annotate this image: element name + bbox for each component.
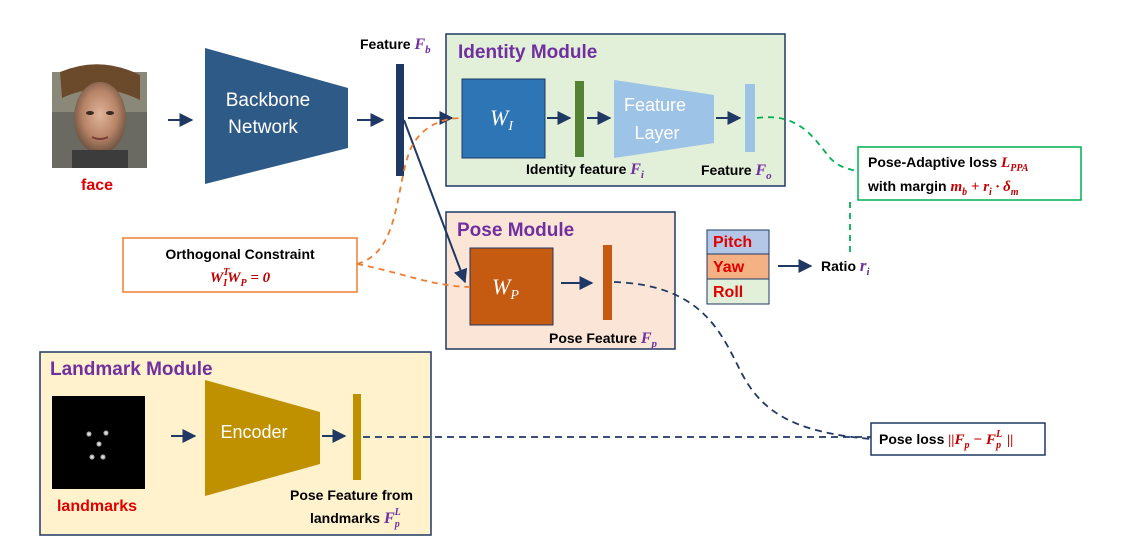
identity-feature-bar <box>575 81 584 157</box>
feature-layer-label-line1: Feature <box>624 95 686 115</box>
feature-fb-bar <box>396 64 404 176</box>
pose-adaptive-loss-line2: with margin mb + ri · δm <box>867 178 1019 198</box>
pose-angles-table <box>706 229 770 305</box>
landmarks-image <box>52 396 145 489</box>
wi-block <box>461 78 546 159</box>
ratio-label: Ratio ri <box>821 256 871 278</box>
landmark-pose-feature-line1: Pose Feature from <box>290 487 413 503</box>
feature-fb-label: Feature Fb <box>360 36 431 56</box>
wp-block <box>469 247 554 326</box>
pose-adaptive-loss-box <box>857 146 1082 201</box>
yaw-label: Yaw <box>713 259 745 276</box>
pose-feature-bar <box>603 245 612 320</box>
backbone-label-line2: Network <box>228 117 298 138</box>
pose-module-title: Pose Module <box>457 220 574 241</box>
pose-loss-box <box>870 422 1046 456</box>
landmark-module-title: Landmark Module <box>50 359 213 380</box>
backbone-network-block <box>205 48 348 184</box>
face-image <box>52 64 147 168</box>
landmarks-label: landmarks <box>57 498 137 515</box>
landmark-pose-feature-bar <box>353 394 361 480</box>
face-label: face <box>81 177 113 194</box>
identity-module-title: Identity Module <box>458 42 597 63</box>
feature-layer-label-line2: Layer <box>634 123 679 143</box>
orthogonal-constraint-title: Orthogonal Constraint <box>165 246 315 262</box>
pitch-label: Pitch <box>713 234 752 251</box>
encoder-label: Encoder <box>220 422 287 442</box>
fo-to-loss-dashed <box>756 116 859 173</box>
orthogonal-to-wi-dashed <box>356 117 463 265</box>
roll-cell <box>706 278 770 305</box>
yaw-cell <box>706 253 770 280</box>
wp-label: WP <box>492 274 519 303</box>
wi-label: WI <box>490 105 514 134</box>
backbone-label-line1: Backbone <box>226 90 311 111</box>
roll-label: Roll <box>713 284 743 301</box>
feature-layer-block <box>614 80 714 158</box>
orthogonal-to-wp-dashed <box>356 263 471 288</box>
encoder-block <box>205 380 320 496</box>
pose-feature-to-pose-loss-dashed <box>613 281 872 440</box>
pose-feature-label: Pose Feature Fp <box>549 330 658 350</box>
feature-fo-bar <box>745 84 755 152</box>
pose-adaptive-loss-line1: Pose-Adaptive loss LPPA <box>868 154 1029 174</box>
identity-feature-label: Identity feature Fi <box>526 161 645 181</box>
feature-fo-label: Feature Fo <box>701 162 772 182</box>
orthogonal-constraint-box <box>122 237 358 293</box>
pitch-cell <box>706 229 770 255</box>
arrow-feature-to-wp <box>403 119 468 284</box>
